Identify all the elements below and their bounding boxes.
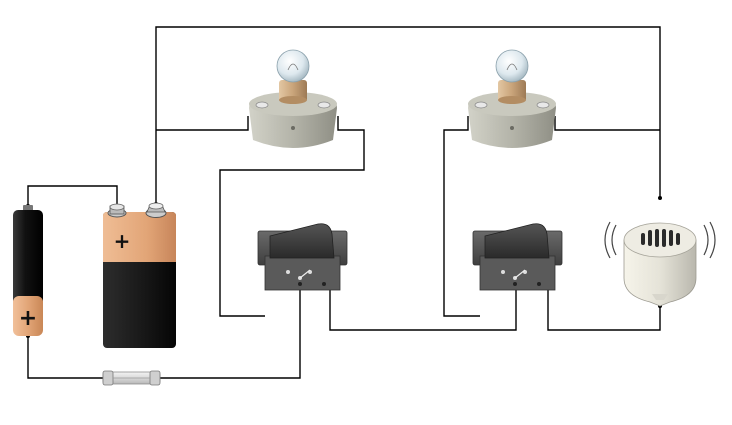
lamp-right: [468, 49, 556, 148]
wire-lamp-right-b: [554, 116, 660, 131]
aa-plus-symbol: +: [19, 306, 37, 331]
nine-volt-battery: +: [103, 202, 176, 348]
switch-left: [257, 223, 348, 291]
wire-top-loop: [155, 26, 661, 204]
wire-aa-to-9v: [27, 185, 118, 208]
switch-right: [472, 223, 563, 291]
lamp-left: [249, 49, 337, 148]
wire-lamp-left-b: [219, 116, 365, 317]
nine-volt-plus-symbol: +: [114, 229, 131, 253]
aa-battery: +: [13, 205, 43, 336]
wire-buzzer: [547, 290, 661, 331]
fuse: [102, 370, 161, 386]
wires: [27, 26, 661, 379]
buzzer: [604, 221, 716, 307]
wire-aa-fuse: [27, 336, 103, 379]
wire-switch-link: [329, 290, 517, 331]
wire-lamp-right-a: [443, 116, 480, 317]
wire-fuse-switch: [160, 288, 301, 379]
wire-lamp-left-a: [156, 116, 249, 131]
